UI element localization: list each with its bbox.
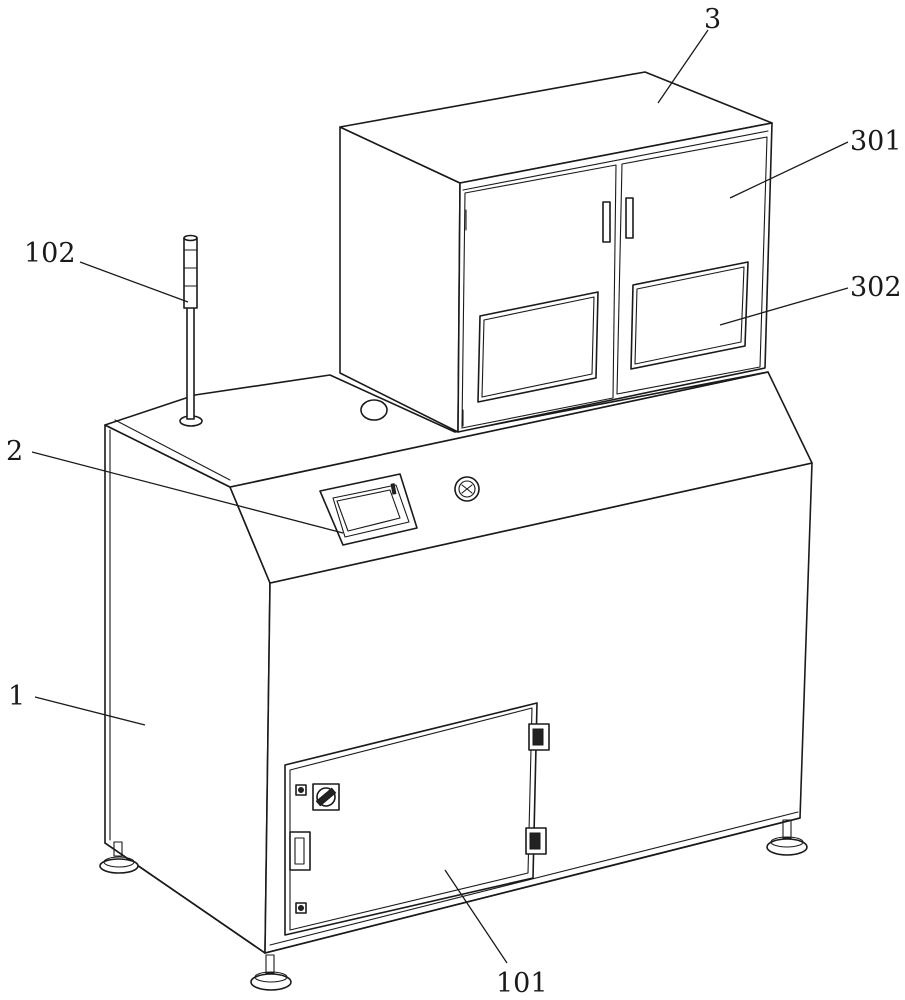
hinge-upper [529, 724, 549, 750]
door-handle [290, 832, 310, 870]
callout-2: 2 [6, 436, 23, 467]
callout-1: 1 [8, 681, 25, 712]
callout-302: 302 [850, 272, 902, 303]
callout-3: 3 [704, 4, 721, 35]
callout-102: 102 [24, 238, 76, 269]
callout-101: 101 [496, 968, 548, 999]
foot-front [251, 955, 291, 990]
top-port [361, 400, 387, 420]
leader-102 [80, 262, 188, 302]
emergency-button-icon [455, 477, 479, 501]
hinge-lower [526, 828, 546, 854]
callout-301: 301 [850, 126, 902, 157]
rotary-switch-icon [313, 784, 339, 810]
